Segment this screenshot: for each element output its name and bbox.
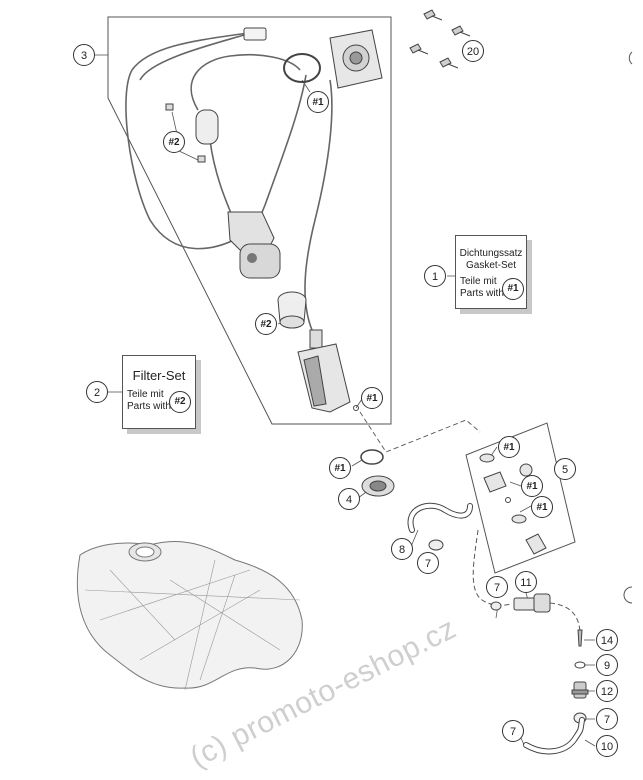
- gasket-set-title-de: Dichtungssatz: [459, 248, 523, 259]
- pump-flange: [329, 29, 383, 89]
- fuel-hose-lower: [523, 717, 585, 755]
- callout-5: 5: [554, 458, 576, 480]
- hose-flange: [361, 475, 395, 497]
- callout-12: 12: [596, 680, 618, 702]
- callout-ref-1-ring: #1: [329, 457, 351, 479]
- callout-ref-1-flange: #1: [307, 91, 329, 113]
- callout-20: 20: [462, 40, 484, 62]
- callout-ref-1-valve-mid: #1: [521, 475, 543, 497]
- callout-2: 2: [86, 381, 108, 403]
- callout-7-middle: 7: [486, 576, 508, 598]
- fuel-pump-body: [227, 211, 281, 279]
- valve-group-outline: [465, 422, 576, 574]
- fuel-line: [472, 529, 513, 606]
- callout-14: 14: [596, 629, 618, 651]
- callout-8: 8: [391, 538, 413, 560]
- callout-7-lower: 7: [502, 720, 524, 742]
- callout-ref-1-valve-low: #1: [531, 496, 553, 518]
- hose-clamp: [428, 539, 444, 551]
- filter-set-box: Filter-Set Teile mit Parts with #2: [122, 355, 196, 429]
- pump-filter-sleeve: [277, 291, 307, 329]
- gasket-set-line-de: Teile mit: [460, 276, 497, 287]
- nipple-stack: [571, 629, 589, 724]
- fuel-pump-hoses: [125, 32, 333, 331]
- filter-set-ref: #2: [169, 391, 191, 413]
- callout-1: 1: [424, 265, 446, 287]
- callout-9: 9: [596, 654, 618, 676]
- seal-ring: [360, 449, 384, 465]
- pump-housing: [297, 329, 359, 413]
- filter-set-line-en: Parts with: [127, 401, 171, 412]
- fuel-filter: [165, 103, 219, 163]
- screws: [409, 9, 471, 69]
- gasket-set-line-en: Parts with: [460, 288, 504, 299]
- callout-7-right: 7: [596, 708, 618, 730]
- callout-4: 4: [338, 488, 360, 510]
- filter-set-title: Filter-Set: [132, 368, 186, 383]
- fuel-pump-group-outline: [107, 16, 392, 425]
- gasket-set-box: Dichtungssatz Gasket-Set Teile mit Parts…: [455, 235, 527, 309]
- callout-3: 3: [73, 44, 95, 66]
- callout-7-upper: 7: [417, 552, 439, 574]
- dashed-connector-line: [359, 411, 481, 453]
- quick-coupling: [513, 593, 551, 613]
- callout-11: 11: [515, 571, 537, 593]
- callout-ref-2-sleeve: #2: [255, 313, 277, 335]
- gasket-set-ref: #1: [502, 278, 524, 300]
- fuel-tank: [76, 541, 303, 691]
- callout-ref-1-valve-top: #1: [498, 436, 520, 458]
- callout-ref-1-pump: #1: [361, 387, 383, 409]
- callout-ref-2-filter: #2: [163, 131, 185, 153]
- gasket-set-title-en: Gasket-Set: [465, 260, 517, 271]
- flange-seal-ring: [283, 53, 321, 83]
- filter-set-line-de: Teile mit: [127, 389, 164, 400]
- valve-parts: [479, 453, 547, 555]
- callout-10: 10: [596, 735, 618, 757]
- wire-connector: [243, 27, 267, 41]
